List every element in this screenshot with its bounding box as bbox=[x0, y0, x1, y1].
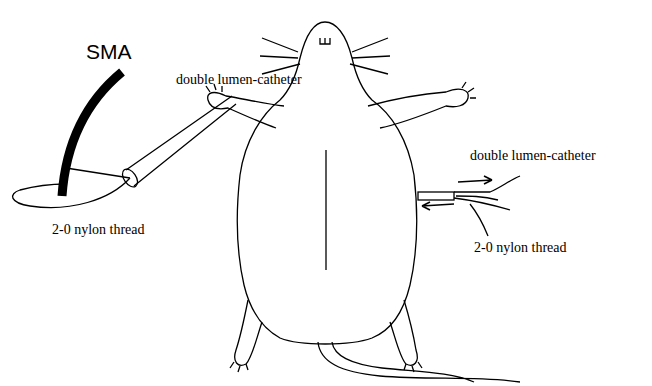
nylon-thread-ends bbox=[454, 196, 510, 210]
leader-line bbox=[470, 204, 488, 236]
tail bbox=[318, 342, 520, 382]
midline-incision bbox=[325, 150, 326, 270]
right-hindlimb bbox=[390, 300, 417, 365]
sma-vessel bbox=[62, 72, 122, 196]
left-hind-toes bbox=[230, 362, 248, 372]
teeth bbox=[320, 38, 330, 44]
thread-label: 2-0 nylon thread bbox=[52, 222, 145, 237]
catheter-label: double lumen-catheter bbox=[470, 148, 596, 163]
vessel-label: SMA bbox=[86, 40, 132, 63]
thread-loop bbox=[13, 168, 130, 208]
catheter-tube bbox=[126, 96, 236, 186]
rat-body bbox=[237, 22, 416, 344]
right-paw-toes bbox=[462, 82, 476, 98]
thread-label: 2-0 nylon thread bbox=[474, 240, 567, 255]
left-hindlimb bbox=[235, 300, 262, 365]
whiskers bbox=[260, 38, 390, 74]
right-forelimb bbox=[368, 89, 468, 128]
catheter-exit bbox=[418, 192, 454, 200]
catheter-label: double lumen-catheter bbox=[176, 72, 302, 87]
left-forelimb bbox=[208, 93, 284, 128]
outflow-arrow bbox=[458, 176, 492, 184]
inflow-arrow bbox=[422, 202, 454, 210]
catheter-line bbox=[454, 176, 520, 192]
